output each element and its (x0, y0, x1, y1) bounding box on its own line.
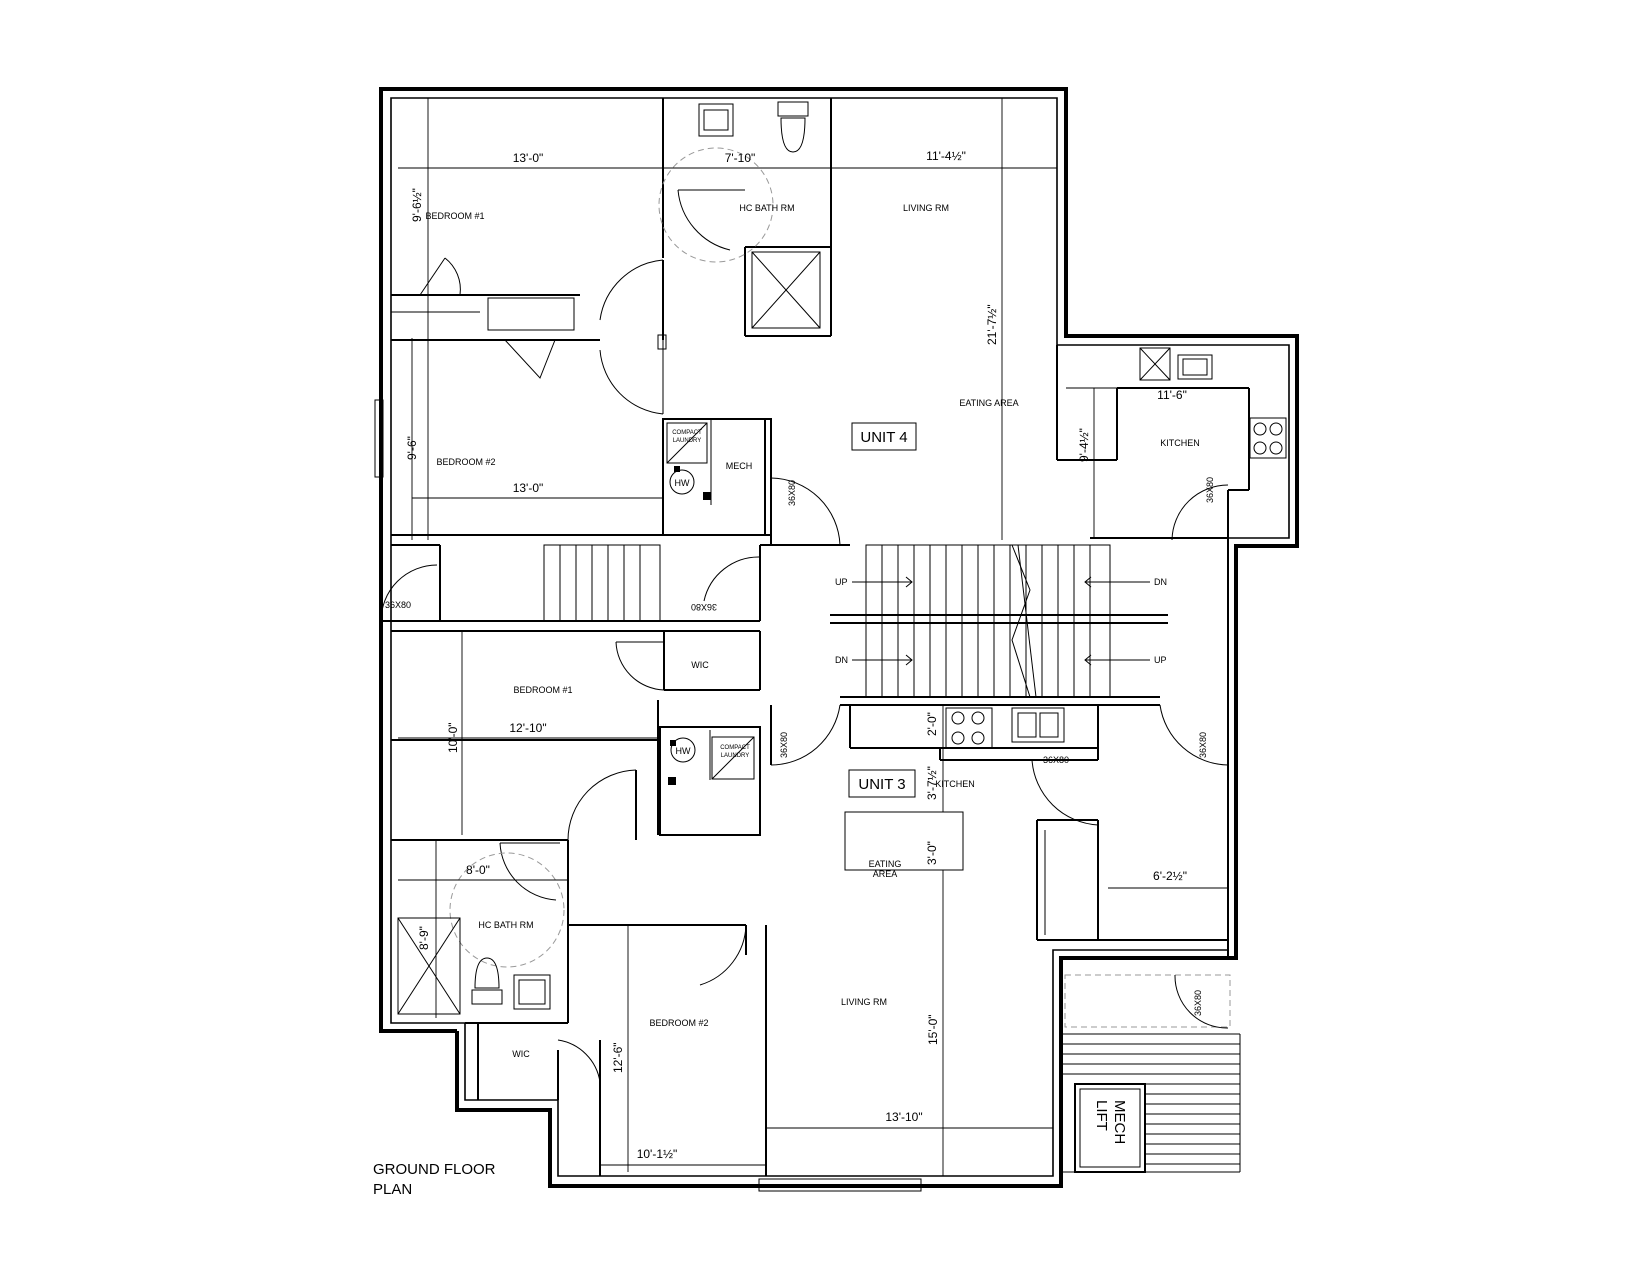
dim-11-4: 11'-4½" (926, 149, 966, 163)
room-label-u4-living: LIVING RM (903, 203, 949, 213)
dim-12-6: 12'-6" (611, 1042, 625, 1073)
dim-10-1: 10'-1½" (637, 1147, 678, 1161)
u4-bath-sink (698, 103, 734, 137)
dim-13-0-top: 13'-0" (513, 151, 544, 165)
room-label-u3-bedroom1: BEDROOM #1 (513, 685, 572, 695)
door-tag-a: 36X80 (385, 600, 411, 610)
u4-kitchen-sink (1177, 354, 1213, 380)
u3-water-heater (670, 737, 696, 763)
dim-21-7: 21'-7½" (985, 304, 999, 345)
unit-3-walls (391, 630, 1241, 1176)
stair-dn-top: DN (1154, 577, 1167, 587)
u4-fridge (1139, 347, 1171, 381)
u3-island (844, 811, 964, 871)
dim-9-4: 9'-4½" (1077, 428, 1091, 462)
u3-kitchen-sink (1011, 707, 1065, 743)
dim-8-0: 8'-0" (466, 863, 490, 877)
dim-7-10: 7'-10" (725, 151, 756, 165)
room-label-u3-bedroom2: BEDROOM #2 (649, 1018, 708, 1028)
dim-3-7: 3'-7½" (925, 766, 939, 800)
mech-lift-label-2: LIFT (1093, 1100, 1110, 1131)
u3-mech-room (659, 726, 761, 836)
door-tag-f: 36X80 (1198, 732, 1208, 758)
u3-compact-label-2: LAUNDRY (721, 753, 750, 759)
door-tag-g: 36X80 (1043, 755, 1069, 765)
door-swing-west-entry (380, 564, 438, 622)
drawing-title: GROUND FLOOR PLAN (373, 1161, 496, 1198)
u3-compact-label-1: COMPACT (720, 745, 750, 751)
u3-compact-laundry (711, 736, 755, 780)
room-label-u3-hc-bath: HC BATH RM (478, 920, 533, 930)
unit-3-tag: UNIT 3 (858, 776, 905, 793)
dim-11-6: 11'-6" (1157, 388, 1187, 402)
u4-compact-label-2: LAUNDRY (673, 438, 702, 444)
door-tag-b: 36X80 (691, 602, 717, 612)
u4-water-heater (669, 469, 695, 495)
exterior-walls (374, 87, 1299, 1192)
u3-hw-label: HW (676, 746, 691, 756)
u4-hw-label: HW (675, 478, 690, 488)
door-tag-h: 36X80 (1193, 990, 1203, 1016)
unit-3-tag-box (848, 769, 916, 798)
u3-toilet (471, 989, 503, 1005)
u4-shower (751, 251, 821, 329)
stair-dn-bottom: DN (835, 655, 848, 665)
u4-compact-label-1: COMPACT (672, 430, 702, 436)
unit-4-tag: UNIT 4 (860, 429, 907, 446)
room-label-u4-kitchen: KITCHEN (1160, 438, 1200, 448)
door-tag-e: 36X80 (779, 732, 789, 758)
dim-3-0: 3'-0" (925, 841, 939, 865)
dim-2-0: 2'-0" (925, 712, 939, 736)
dimension-lines (398, 98, 1228, 1176)
room-label-u4-bedroom1: BEDROOM #1 (425, 211, 484, 221)
u4-compact-laundry (666, 422, 708, 464)
u3-bath-sink (513, 974, 551, 1010)
mech-lift (1074, 1083, 1146, 1173)
u4-range (1249, 417, 1287, 459)
u3-shower (397, 917, 461, 1015)
door-tag-d: 36X80 (1205, 477, 1215, 503)
exterior-wall-inner-line (390, 97, 1290, 1177)
room-label-u3-eating-2: AREA (873, 869, 898, 879)
room-label-u3-living: LIVING RM (841, 997, 887, 1007)
room-label-u4-eating: EATING AREA (959, 398, 1018, 408)
u4-turning-circle (658, 147, 774, 263)
room-label-u3-wic-top: WIC (691, 660, 709, 670)
stair-up-bottom: UP (1154, 655, 1167, 665)
labels: UNIT 4 UNIT 3 BEDROOM #1 BEDROOM #2 HC B… (385, 149, 1215, 1161)
room-label-u3-kitchen: KITCHEN (935, 779, 975, 789)
dim-13-10: 13'-10" (885, 1110, 922, 1124)
dim-8-9: 8'-9" (417, 926, 431, 950)
u4-toilet (777, 101, 809, 117)
common-stairs (380, 477, 1229, 958)
west-stair (543, 544, 661, 622)
room-label-u4-hc-bath: HC BATH RM (739, 203, 794, 213)
dim-12-10: 12'-10" (509, 721, 546, 735)
dim-9-6: 9'-6" (405, 436, 419, 460)
door-tag-c: 36X80 (787, 480, 797, 506)
room-label-u4-mech: MECH (726, 461, 753, 471)
room-label-u3-wic-bottom: WIC (512, 1049, 530, 1059)
main-stair (865, 544, 1111, 698)
dim-15-0: 15'-0" (926, 1014, 940, 1045)
u3-turning-circle (449, 852, 565, 968)
room-label-u3-eating-1: EATING (869, 859, 902, 869)
dim-10-0: 10'-0" (446, 722, 460, 753)
exterior-wall-west-north (379, 87, 1299, 1188)
dim-13-0-mid: 13'-0" (513, 481, 544, 495)
unit-4-tag-box (851, 422, 917, 451)
dim-6-2: 6'-2½" (1153, 869, 1187, 883)
u4-mech-room (662, 418, 772, 536)
room-label-u4-bedroom2: BEDROOM #2 (436, 457, 495, 467)
window-west (374, 399, 384, 478)
dim-9-6-half: 9'-6½" (410, 188, 424, 222)
unit-4-walls (391, 98, 1287, 546)
mech-lift-label-1: MECH (1111, 1100, 1128, 1144)
stair-up-top: UP (835, 577, 848, 587)
